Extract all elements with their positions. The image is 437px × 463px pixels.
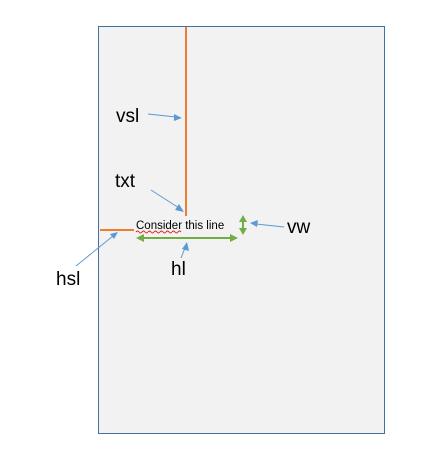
callout-vw: vw: [250, 217, 311, 238]
label-vw: vw: [287, 217, 311, 238]
label-txt: txt: [115, 171, 136, 192]
label-hsl: hsl: [56, 269, 80, 290]
callout-vsl: vsl: [116, 106, 182, 127]
callout-hl: hl: [171, 242, 189, 280]
spellcheck-squiggle: [135, 230, 182, 234]
label-hl: hl: [171, 259, 186, 280]
line-width-double-arrow: [136, 234, 238, 242]
sample-text-line: Consider this line: [136, 220, 224, 232]
callout-txt: txt: [115, 171, 184, 212]
callout-hsl: hsl: [56, 232, 118, 290]
label-vsl: vsl: [116, 106, 139, 127]
line-height-double-arrow: [239, 215, 247, 235]
